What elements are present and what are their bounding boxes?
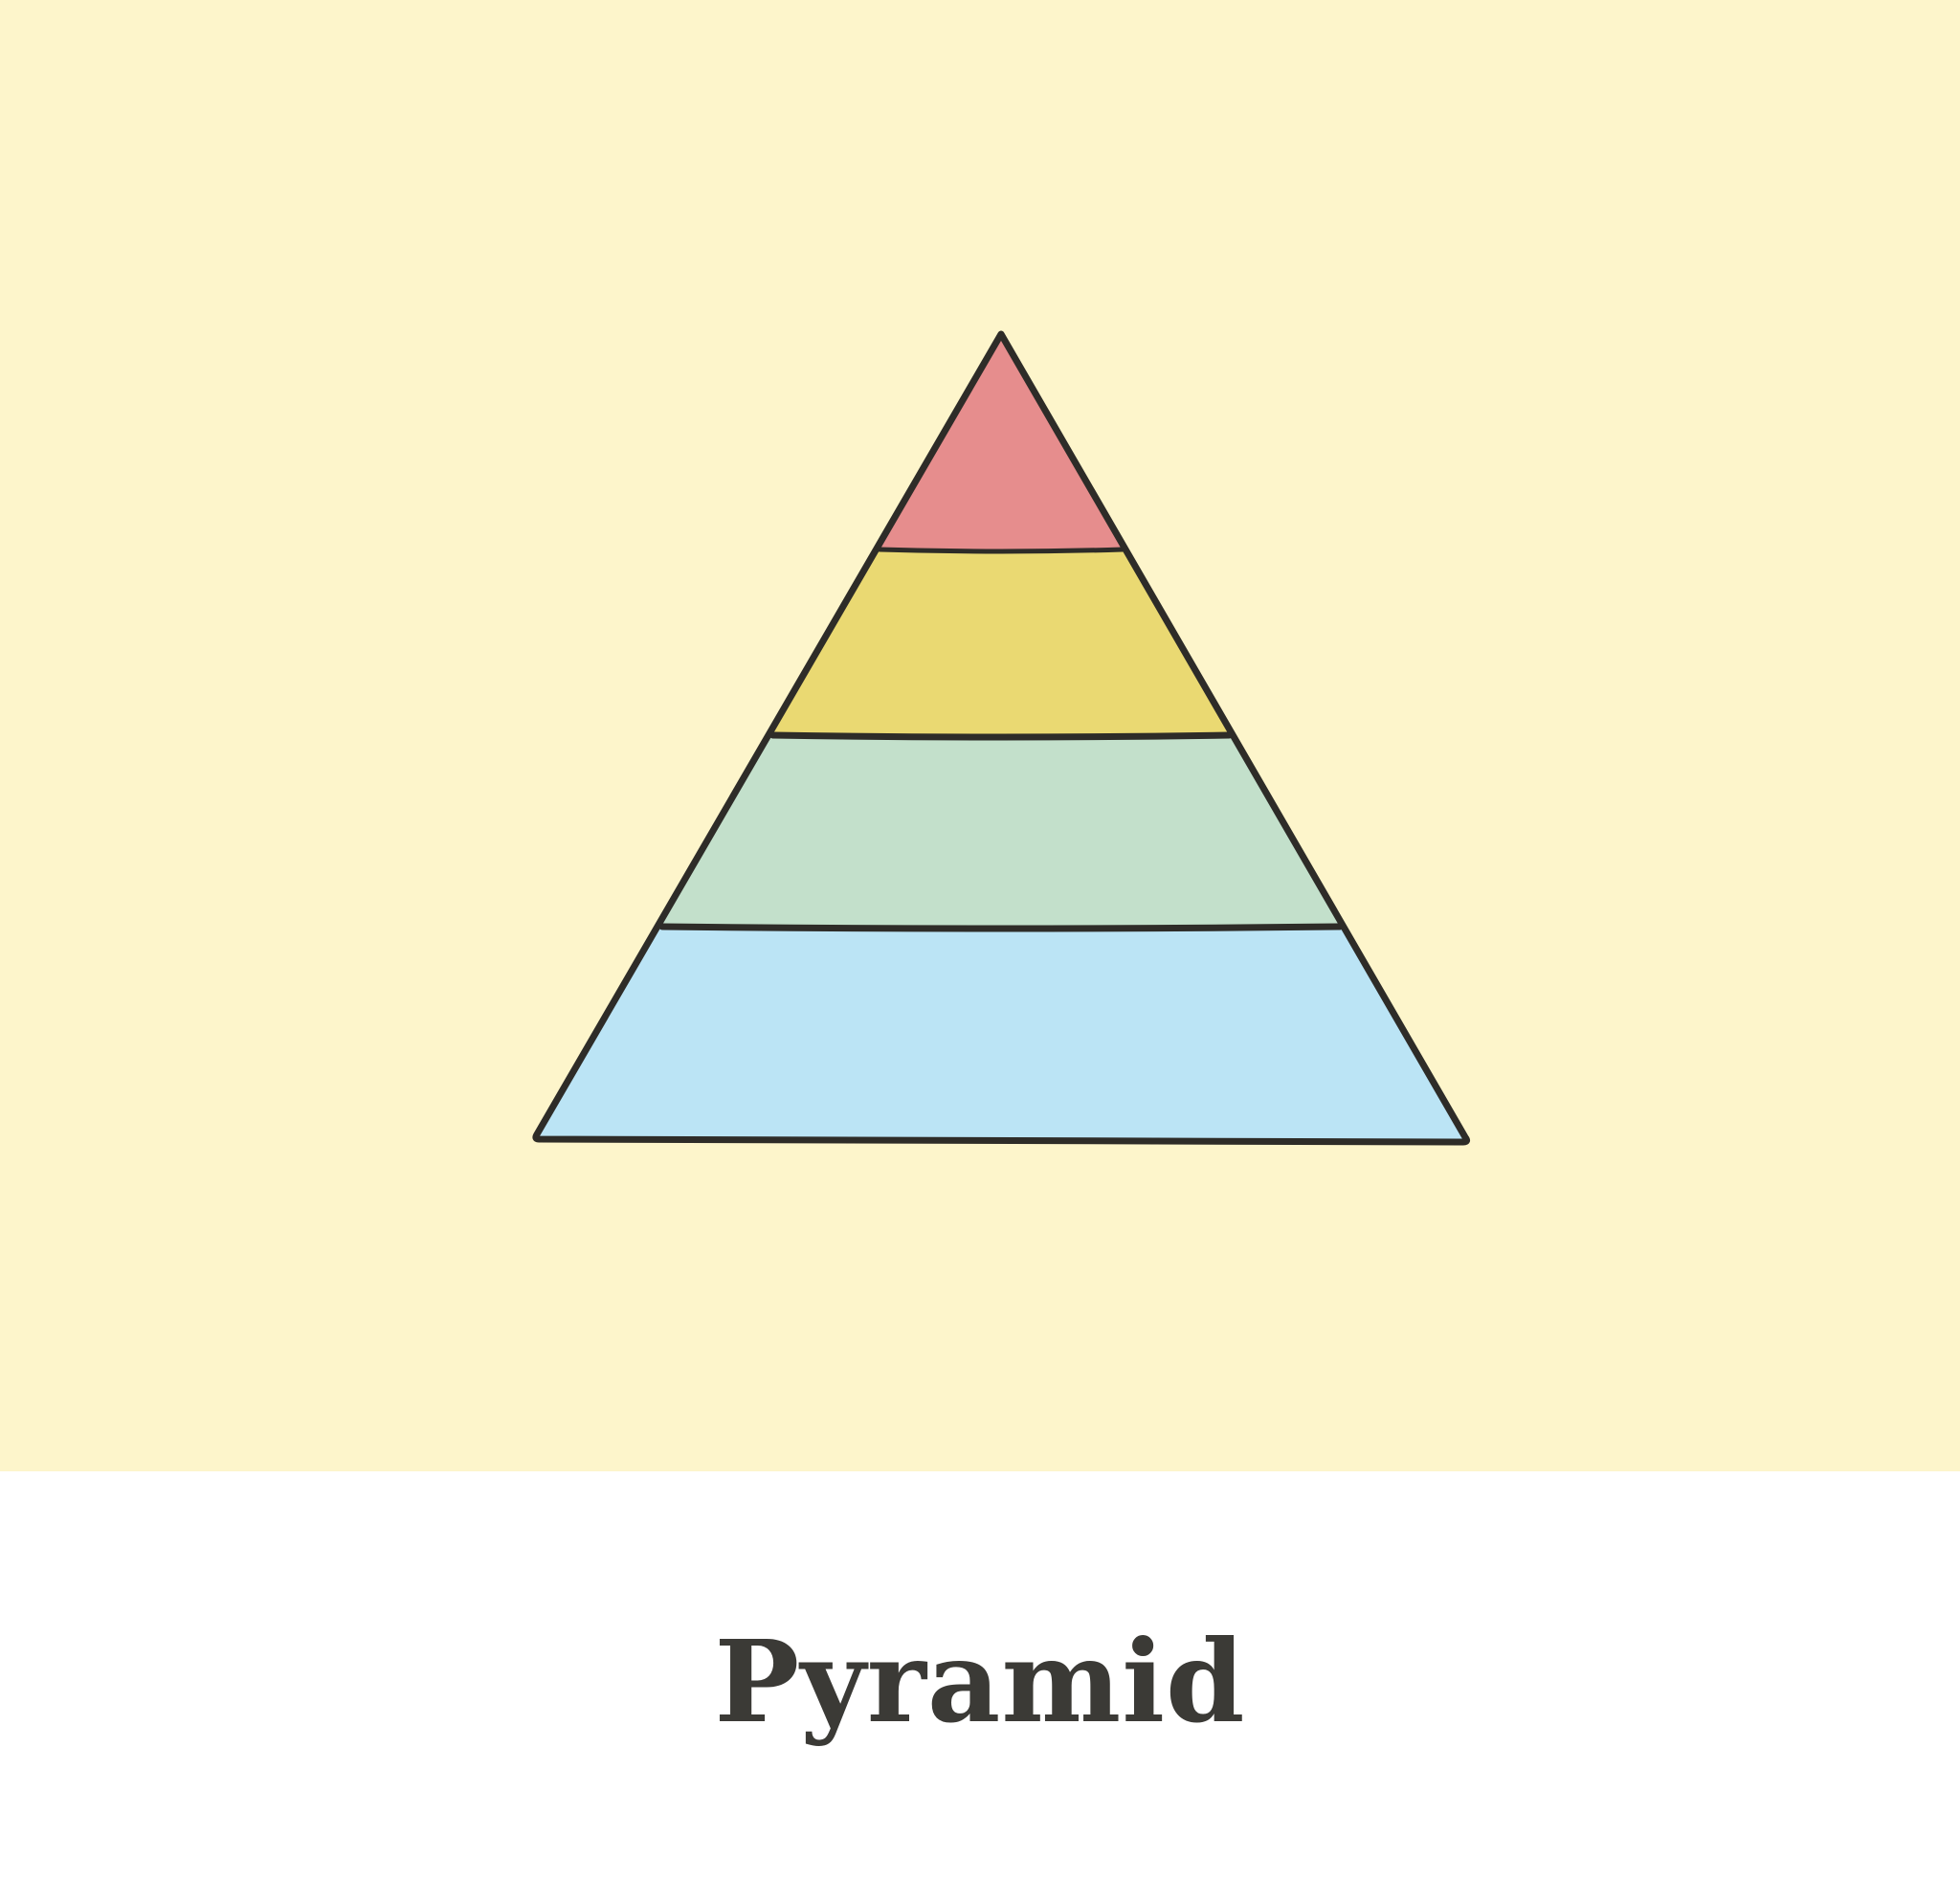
caption-panel: Pyramid [0, 1471, 1960, 1882]
pyramid-tier-1-red [877, 334, 1125, 549]
tier-divider-2 [768, 731, 1234, 741]
pyramid-tier-4-blue [537, 927, 1465, 1139]
tier-divider-1 [877, 547, 1125, 554]
illustration-panel [0, 0, 1960, 1471]
tier-divider-3 [658, 923, 1344, 932]
diagram-title: Pyramid [714, 1615, 1246, 1748]
pyramid-tier-2-yellow [769, 549, 1233, 735]
pyramid-diagram [532, 330, 1471, 1146]
pyramid-tier-3-green [659, 735, 1343, 927]
pyramid-outline [532, 330, 1471, 1146]
